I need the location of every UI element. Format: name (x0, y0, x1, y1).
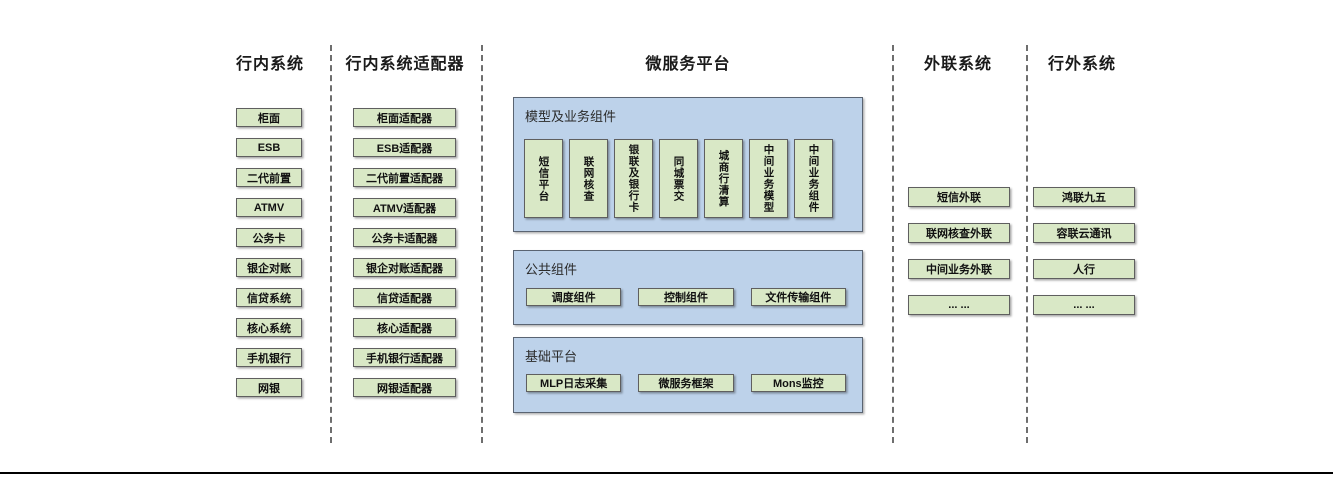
system-box: 人行 (1033, 259, 1135, 279)
adapter-box: 二代前置适配器 (353, 168, 456, 187)
system-box: 中间业务外联 (908, 259, 1010, 279)
column-divider (1026, 45, 1028, 443)
model-components-list: 短信平台联网核查银联及银行卡同城票交城商行清算中间业务模型中间业务组件 (524, 139, 833, 218)
component-box: 调度组件 (526, 288, 622, 306)
panel-title: 模型及业务组件 (525, 109, 617, 124)
adapter-box: 公务卡适配器 (353, 228, 456, 247)
internal-adapters-list: 柜面适配器 ESB适配器二代前置适配器 ATMV适配器公务卡适配器银企对账适配器信贷… (353, 108, 456, 408)
panel-title: 公共组件 (525, 262, 578, 277)
column-title-internal-systems: 行内系统 (235, 56, 304, 73)
component-box: 城商行清算 (704, 139, 743, 218)
system-box: ESB (236, 138, 302, 157)
adapter-box: 柜面适配器 (353, 108, 456, 127)
column-divider (481, 45, 483, 443)
common-components-list: 调度组件控制组件文件传输组件 (526, 288, 846, 306)
column-title-outreach-systems: 外联系统 (923, 56, 992, 73)
system-box: 联网核查外联 (908, 223, 1010, 243)
panel-common-components: 公共组件 调度组件控制组件文件传输组件 (513, 250, 863, 325)
panel-base-platform: 基础平台 MLP日志采集微服务框架 Mons监控 (513, 337, 863, 413)
component-box: 同城票交 (659, 139, 698, 218)
external-systems-list: 鸿联九五容联云通讯人行 ... ... (1033, 187, 1135, 331)
system-box: 公务卡 (236, 228, 302, 247)
column-title-external-systems: 行外系统 (1047, 56, 1116, 73)
component-box: MLP日志采集 (526, 374, 622, 392)
component-box: Mons监控 (750, 374, 846, 392)
internal-systems-list: 柜面 ESB 二代前置 ATMV 公务卡银企对账信贷系统核心系统手机银行网银 (236, 108, 302, 408)
system-box: 柜面 (236, 108, 302, 127)
component-box: 文件传输组件 (750, 288, 846, 306)
system-box: 二代前置 (236, 168, 302, 187)
component-box: 联网核查 (569, 139, 608, 218)
outreach-systems-list: 短信外联联网核查外联中间业务外联 ... ... (908, 187, 1010, 331)
system-box: ... ... (1033, 295, 1135, 315)
component-box: 短信平台 (524, 139, 563, 218)
system-box: 手机银行 (236, 348, 302, 367)
system-box: 鸿联九五 (1033, 187, 1135, 207)
adapter-box: 手机银行适配器 (353, 348, 456, 367)
column-title-microservice-platform: 微服务平台 (645, 56, 731, 73)
system-box: 银企对账 (236, 258, 302, 277)
bottom-rule (0, 472, 1333, 474)
component-box: 中间业务模型 (749, 139, 788, 218)
system-box: 信贷系统 (236, 288, 302, 307)
column-divider (892, 45, 894, 443)
system-box: 短信外联 (908, 187, 1010, 207)
system-box: ... ... (908, 295, 1010, 315)
component-box: 控制组件 (638, 288, 734, 306)
adapter-box: 信贷适配器 (353, 288, 456, 307)
system-box: 核心系统 (236, 318, 302, 337)
adapter-box: 网银适配器 (353, 378, 456, 397)
base-platform-list: MLP日志采集微服务框架 Mons监控 (526, 374, 846, 392)
component-box: 银联及银行卡 (614, 139, 653, 218)
column-title-internal-adapters: 行内系统适配器 (345, 56, 465, 73)
system-box: ATMV (236, 198, 302, 217)
adapter-box: 核心适配器 (353, 318, 456, 337)
panel-model-business-components: 模型及业务组件 短信平台联网核查银联及银行卡同城票交城商行清算中间业务模型中间业… (513, 97, 863, 232)
component-box: 微服务框架 (638, 374, 734, 392)
component-box: 中间业务组件 (794, 139, 833, 218)
panel-title: 基础平台 (525, 349, 578, 364)
adapter-box: 银企对账适配器 (353, 258, 456, 277)
adapter-box: ESB适配器 (353, 138, 456, 157)
system-box: 容联云通讯 (1033, 223, 1135, 243)
system-box: 网银 (236, 378, 302, 397)
adapter-box: ATMV适配器 (353, 198, 456, 217)
column-divider (330, 45, 332, 443)
